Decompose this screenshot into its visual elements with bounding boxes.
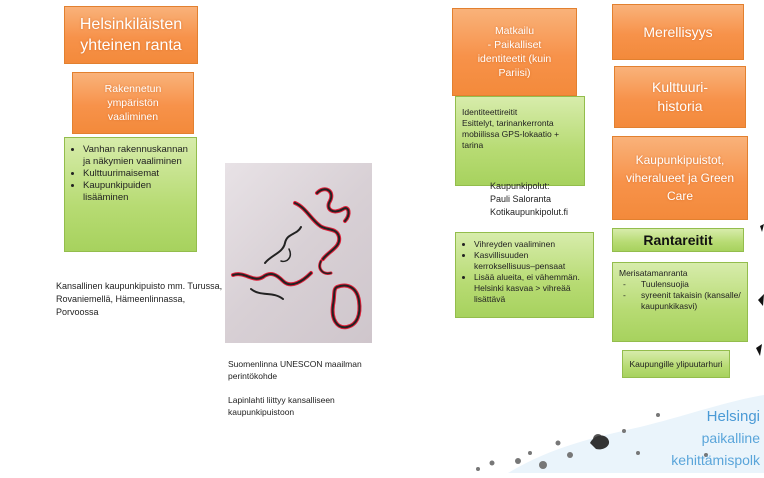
decorative-splash — [448, 395, 764, 473]
branding-line-1: Helsingi — [706, 408, 760, 425]
box-harbour-shore: Merisatamanranta Tuulensuojia syreenit t… — [612, 262, 748, 342]
box-built-environment: Rakennetun ympäristön vaaliminen — [72, 72, 194, 134]
list-item: Tuulensuojia — [619, 279, 743, 290]
city-gardener-label: Kaupungille ylipuutarhuri — [629, 358, 723, 369]
identity-routes-text: Identiteettireitit Esittelyt, tarinanker… — [462, 107, 560, 150]
list-item: Kulttuurimaisemat — [83, 168, 192, 180]
box-cultural-history: Kulttuuri-historia — [614, 66, 746, 128]
city-parks-label: Kaupunkipuistot, viheralueet ja Green Ca… — [625, 153, 735, 203]
list-item: syreenit takaisin (kansalle/ kaupunkikas… — [619, 290, 743, 312]
list-item: Kaupunkipuiden lisääminen — [83, 180, 192, 204]
branding-line-3: kehittämispolk — [671, 452, 760, 468]
branding-line-2: paikalline — [701, 430, 760, 446]
shore-routes-label: Rantareitit — [643, 232, 713, 248]
list-item: Lisää alueita, ei vähemmän. Helsinki kas… — [474, 272, 589, 305]
preservation-bullets: Vanhan rakennuskannan ja näkymien vaalim… — [65, 144, 192, 204]
list-item: Vihreyden vaaliminen — [474, 239, 589, 250]
box-city-gardener: Kaupungille ylipuutarhuri — [622, 350, 730, 378]
box-city-parks: Kaupunkipuistot, viheralueet ja Green Ca… — [612, 136, 748, 220]
suomenlinna-outline-graphic — [231, 187, 362, 330]
box-greenery-list: Vihreyden vaaliminen Kasvillisuuden kerr… — [455, 232, 594, 318]
box-identity-routes: Identiteettireitit Esittelyt, tarinanker… — [455, 96, 585, 186]
splash-graphic — [476, 395, 764, 473]
built-environment-label: Rakennetun ympäristön vaaliminen — [104, 83, 162, 123]
caption-suomenlinna: Suomenlinna UNESCON maailman perintökohd… — [228, 359, 362, 381]
map-image — [225, 163, 372, 343]
harbour-shore-heading: Merisatamanranta — [619, 268, 688, 278]
merellisyys-label: Merellisyys — [643, 24, 713, 40]
black-splash-marks — [756, 224, 764, 356]
city-paths-text: Kaupunkipolut: Pauli Saloranta Kotikaupu… — [490, 181, 569, 217]
box-shore-routes: Rantareitit — [612, 228, 744, 252]
harbour-shore-list: Tuulensuojia syreenit takaisin (kansalle… — [619, 279, 743, 312]
cultural-history-label: Kulttuuri-historia — [651, 79, 709, 114]
box-preservation-list: Vanhan rakennuskannan ja näkymien vaalim… — [64, 137, 197, 252]
tourism-label: Matkailu - Paikalliset identiteetit (kui… — [477, 25, 552, 79]
list-item: Kasvillisuuden kerroksellisuus–pensaat — [474, 250, 589, 272]
box-tourism: Matkailu - Paikalliset identiteetit (kui… — [452, 8, 577, 96]
national-park-note: Kansallinen kaupunkipuisto mm. Turussa, … — [56, 281, 223, 317]
list-item: Vanhan rakennuskannan ja näkymien vaalim… — [83, 144, 192, 168]
box-merellisyys: Merellisyys — [612, 4, 744, 60]
title-box-shared-shore: Helsinkiläisten yhteinen ranta — [64, 6, 198, 64]
greenery-bullets: Vihreyden vaaliminen Kasvillisuuden kerr… — [456, 239, 589, 305]
caption-lapinlahti: Lapinlahti liittyy kansalliseen kaupunki… — [228, 395, 335, 417]
title-shared-shore: Helsinkiläisten yhteinen ranta — [79, 16, 183, 54]
